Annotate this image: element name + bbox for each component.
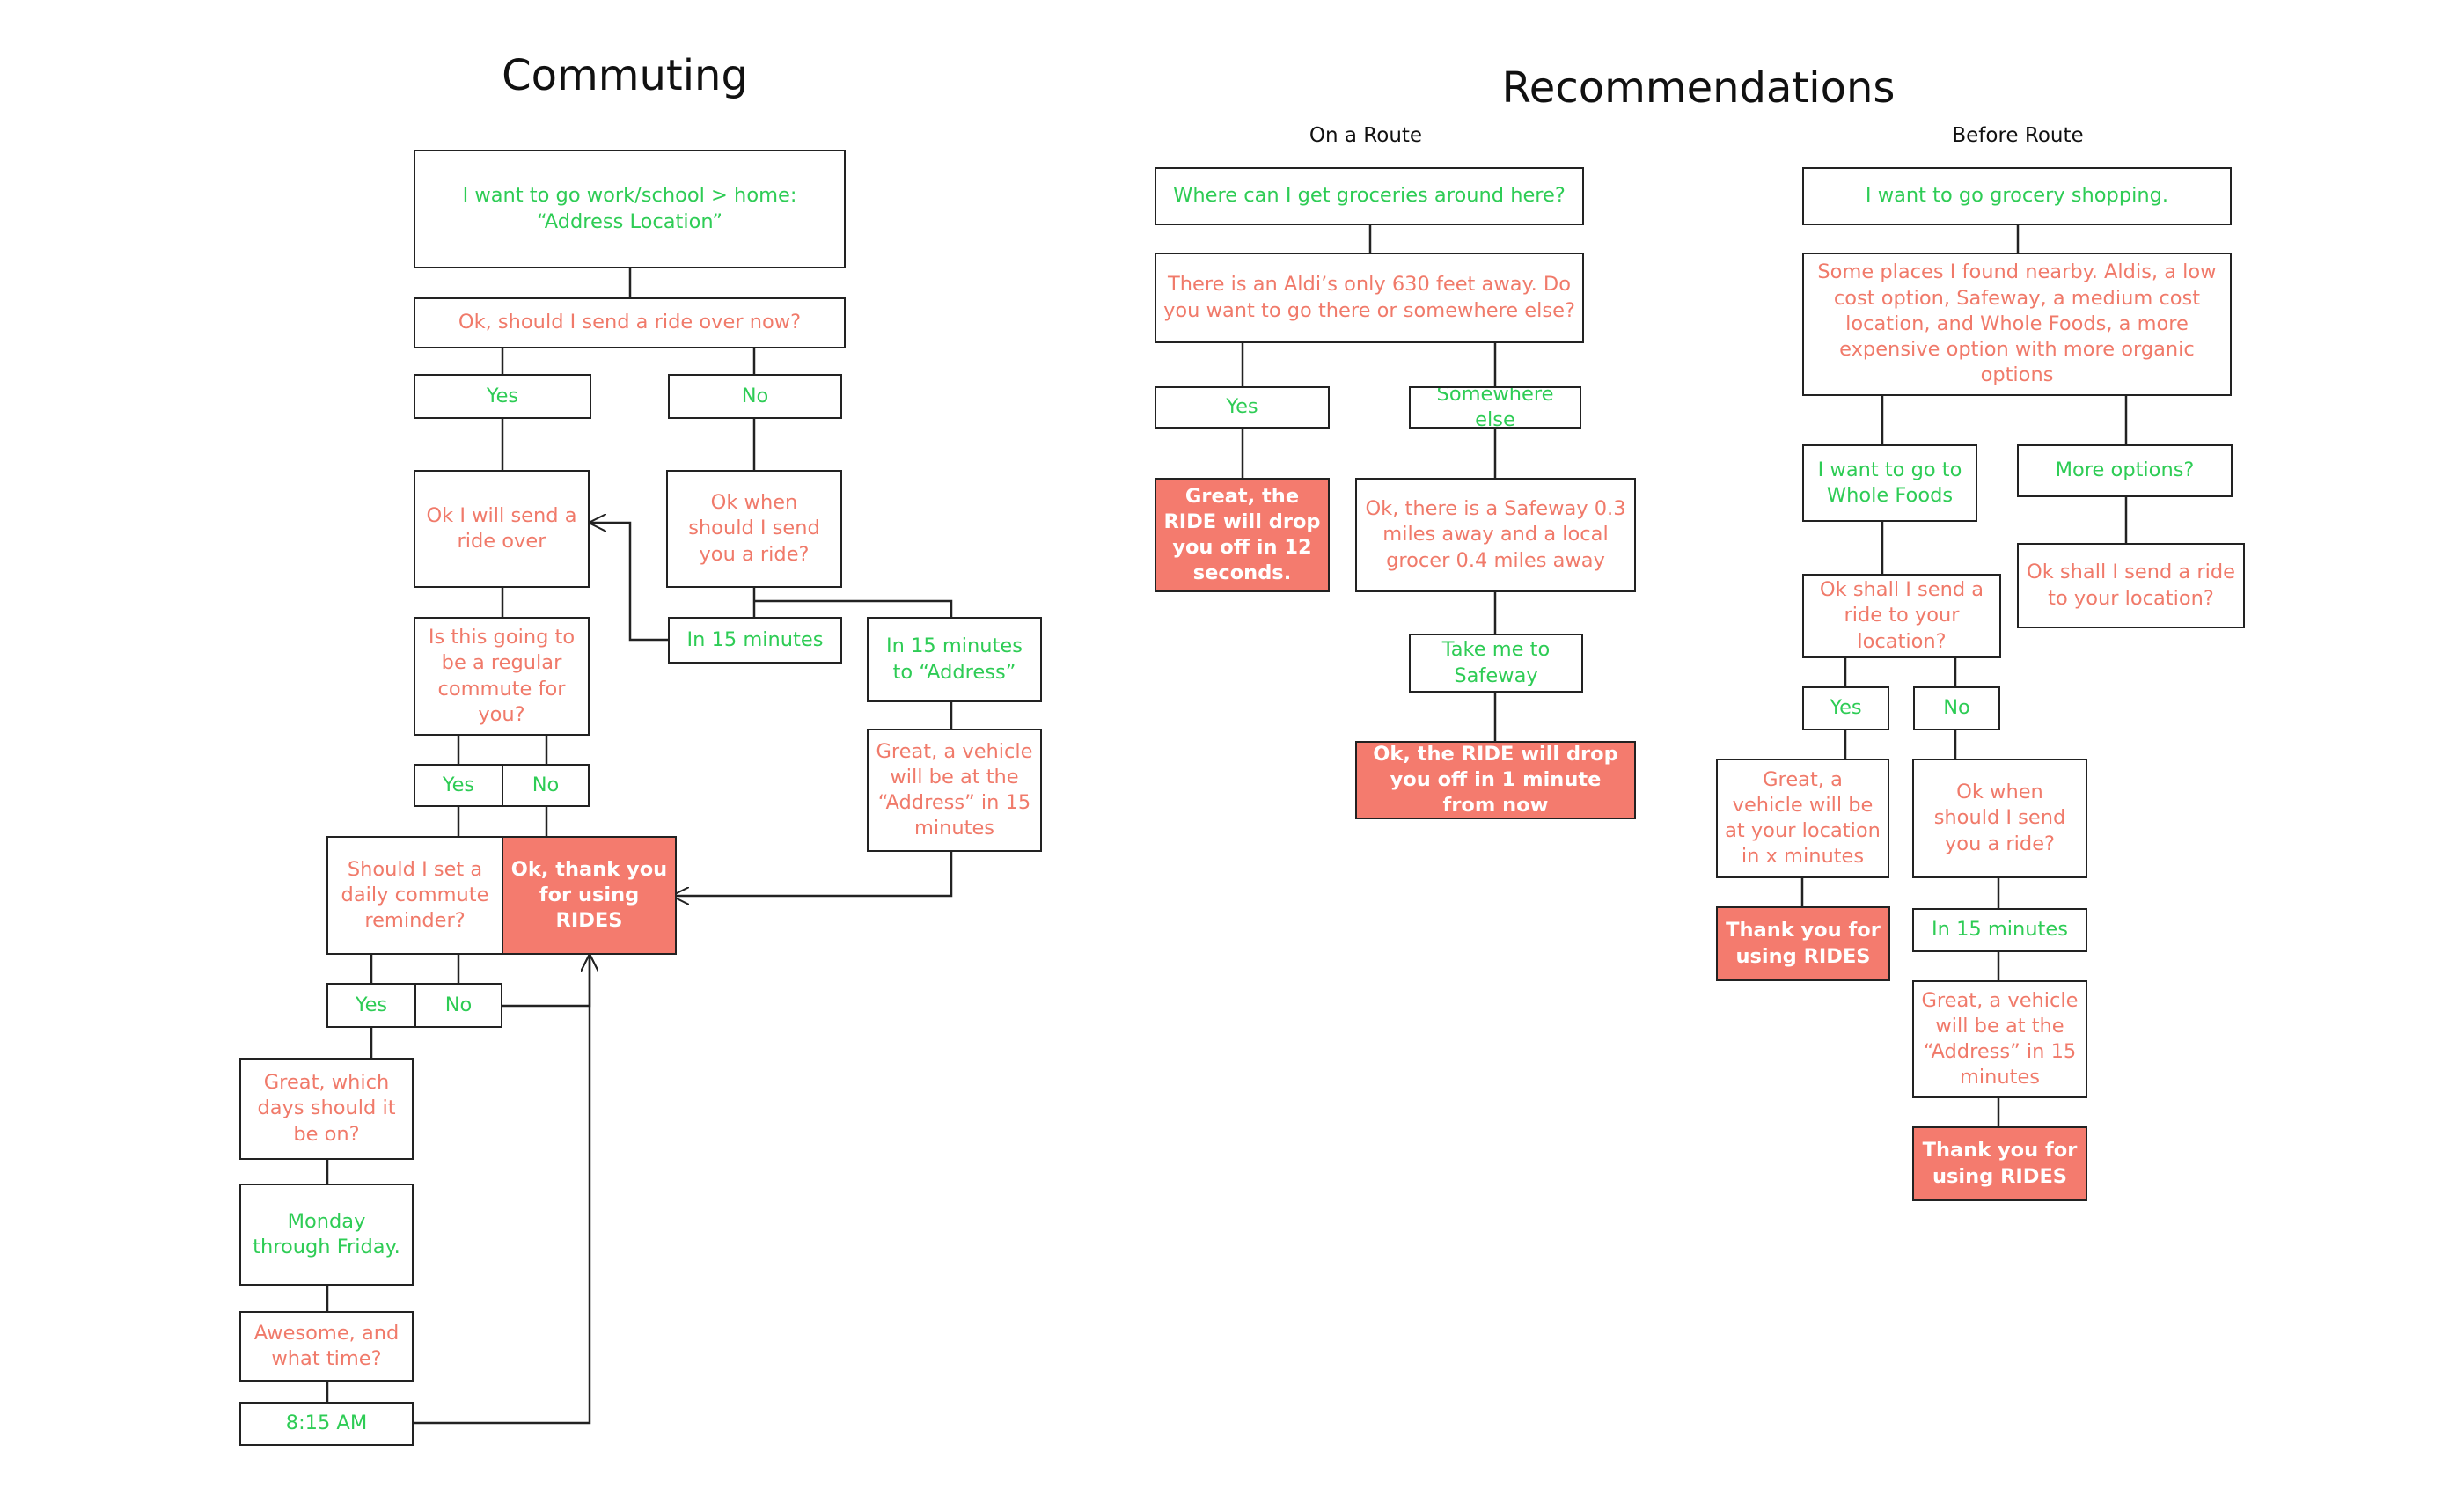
what-time-question: Awesome, and what time? xyxy=(239,1311,414,1382)
where-groceries-question: Where can I get groceries around here? xyxy=(1155,167,1584,225)
places-nearby-node: Some places I found nearby. Aldis, a low… xyxy=(1802,253,2232,396)
which-days-question: Great, which days should it be on? xyxy=(239,1058,414,1160)
take-me-safeway-node: Take me to Safeway xyxy=(1409,634,1583,693)
grocery-shopping-node: I want to go grocery shopping. xyxy=(1802,167,2232,225)
somewhere-else-node: Somewhere else xyxy=(1409,386,1581,429)
send-now-yes: Yes xyxy=(414,374,591,419)
when-send-ride-question: Ok when should I send you a ride? xyxy=(666,470,842,588)
recommendations-title: Recommendations xyxy=(1501,63,1896,113)
commuting-title: Commuting xyxy=(502,51,748,100)
more-options-node: More options? xyxy=(2017,444,2233,497)
send-now-no: No xyxy=(668,374,842,419)
when-send-ride-before-question: Ok when should I send you a ride? xyxy=(1912,759,2087,878)
before-route-subtitle: Before Route xyxy=(1952,124,2084,147)
commute-start-node: I want to go work/school > home: “Addres… xyxy=(414,150,846,268)
in-15-minutes-node: In 15 minutes xyxy=(668,617,842,664)
thank-you-rides-node: Ok, thank you for using RIDES xyxy=(502,836,677,955)
shall-send-yes: Yes xyxy=(1802,686,1889,730)
send-ride-now-question: Ok, should I send a ride over now? xyxy=(414,297,846,348)
whole-foods-node: I want to go to Whole Foods xyxy=(1802,444,1977,522)
reminder-yes: Yes xyxy=(326,983,416,1028)
vehicle-15-minutes-node: Great, a vehicle will be at the “Address… xyxy=(867,729,1042,852)
daily-reminder-question: Should I set a daily commute reminder? xyxy=(326,836,503,955)
aldi-nearby-node: There is an Aldi’s only 630 feet away. D… xyxy=(1155,253,1584,343)
aldi-yes: Yes xyxy=(1155,386,1330,429)
on-route-subtitle: On a Route xyxy=(1309,124,1423,147)
regular-yes: Yes xyxy=(414,764,503,807)
will-send-ride-node: Ok I will send a ride over xyxy=(414,470,590,588)
shall-send-ride-more-question: Ok shall I send a ride to your location? xyxy=(2017,543,2245,628)
reminder-no: No xyxy=(414,983,502,1028)
in-15-minutes-address-node: In 15 minutes to “Address” xyxy=(867,617,1042,702)
vehicle-x-minutes-node: Great, a vehicle will be at your locatio… xyxy=(1716,759,1889,878)
time-815-node: 8:15 AM xyxy=(239,1402,414,1446)
regular-no: No xyxy=(502,764,590,807)
vehicle-15-before-node: Great, a vehicle will be at the “Address… xyxy=(1912,980,2087,1098)
drop-12-seconds-node: Great, the RIDE will drop you off in 12 … xyxy=(1155,478,1330,592)
regular-commute-question: Is this going to be a regular commute fo… xyxy=(414,617,590,736)
thank-you-rides-before-2: Thank you for using RIDES xyxy=(1912,1126,2087,1201)
shall-send-ride-question: Ok shall I send a ride to your location? xyxy=(1802,574,2001,658)
shall-send-no: No xyxy=(1913,686,2000,730)
monday-friday-node: Monday through Friday. xyxy=(239,1184,414,1286)
in-15-minutes-before-node: In 15 minutes xyxy=(1912,908,2087,952)
thank-you-rides-before-1: Thank you for using RIDES xyxy=(1716,906,1890,981)
drop-1-minute-node: Ok, the RIDE will drop you off in 1 minu… xyxy=(1355,741,1636,819)
safeway-info-node: Ok, there is a Safeway 0.3 miles away an… xyxy=(1355,478,1636,592)
